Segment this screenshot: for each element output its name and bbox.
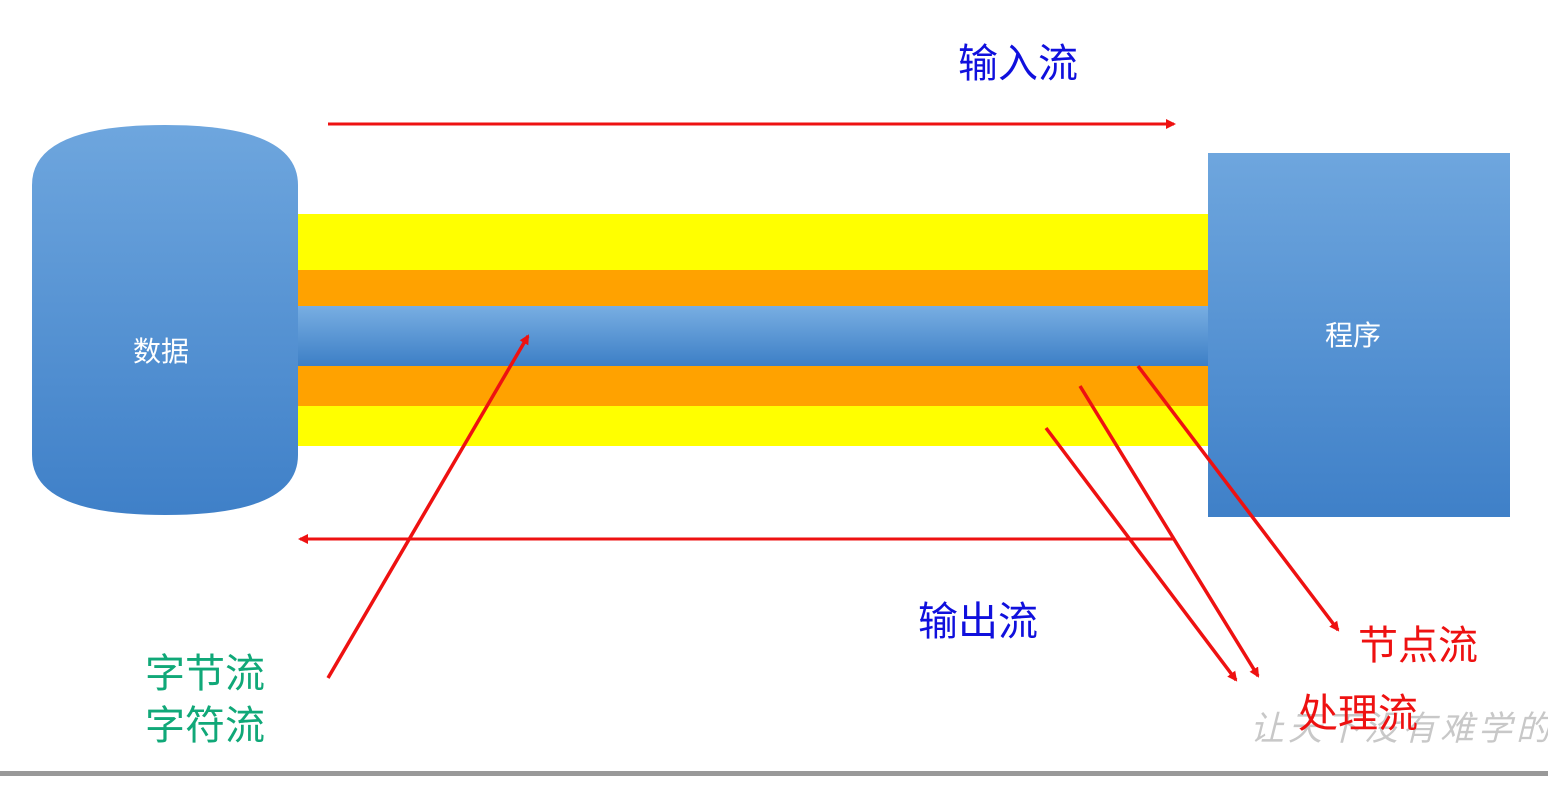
char-stream-label: 字符流 — [145, 703, 265, 749]
yellow-band-top — [296, 214, 1210, 270]
input-stream-label: 输入流 — [958, 41, 1078, 87]
node-stream-label: 节点流 — [1358, 623, 1478, 669]
byte-char-pointer-arrow — [326, 334, 530, 679]
bottom-divider — [0, 771, 1548, 776]
yellow-band-bottom — [296, 406, 1210, 446]
output-stream-label: 输出流 — [918, 599, 1038, 645]
data-cylinder — [32, 125, 298, 515]
blue-pipe — [296, 306, 1212, 366]
processing-pointer-arrow-a — [1078, 385, 1260, 678]
processing-stream-label: 处理流 — [1298, 691, 1418, 737]
orange-band-top — [296, 270, 1210, 306]
processing-pointer-arrow-b — [1044, 426, 1238, 682]
byte-stream-label: 字节流 — [145, 651, 265, 697]
node-stream-pointer-arrow — [1136, 364, 1340, 632]
orange-band-bottom — [296, 366, 1210, 406]
program-label: 程序 — [1325, 319, 1382, 352]
program-box — [1208, 153, 1510, 517]
data-source-label: 数据 — [133, 335, 190, 368]
watermark-text: 让天下没有难学的 — [1250, 709, 1548, 749]
